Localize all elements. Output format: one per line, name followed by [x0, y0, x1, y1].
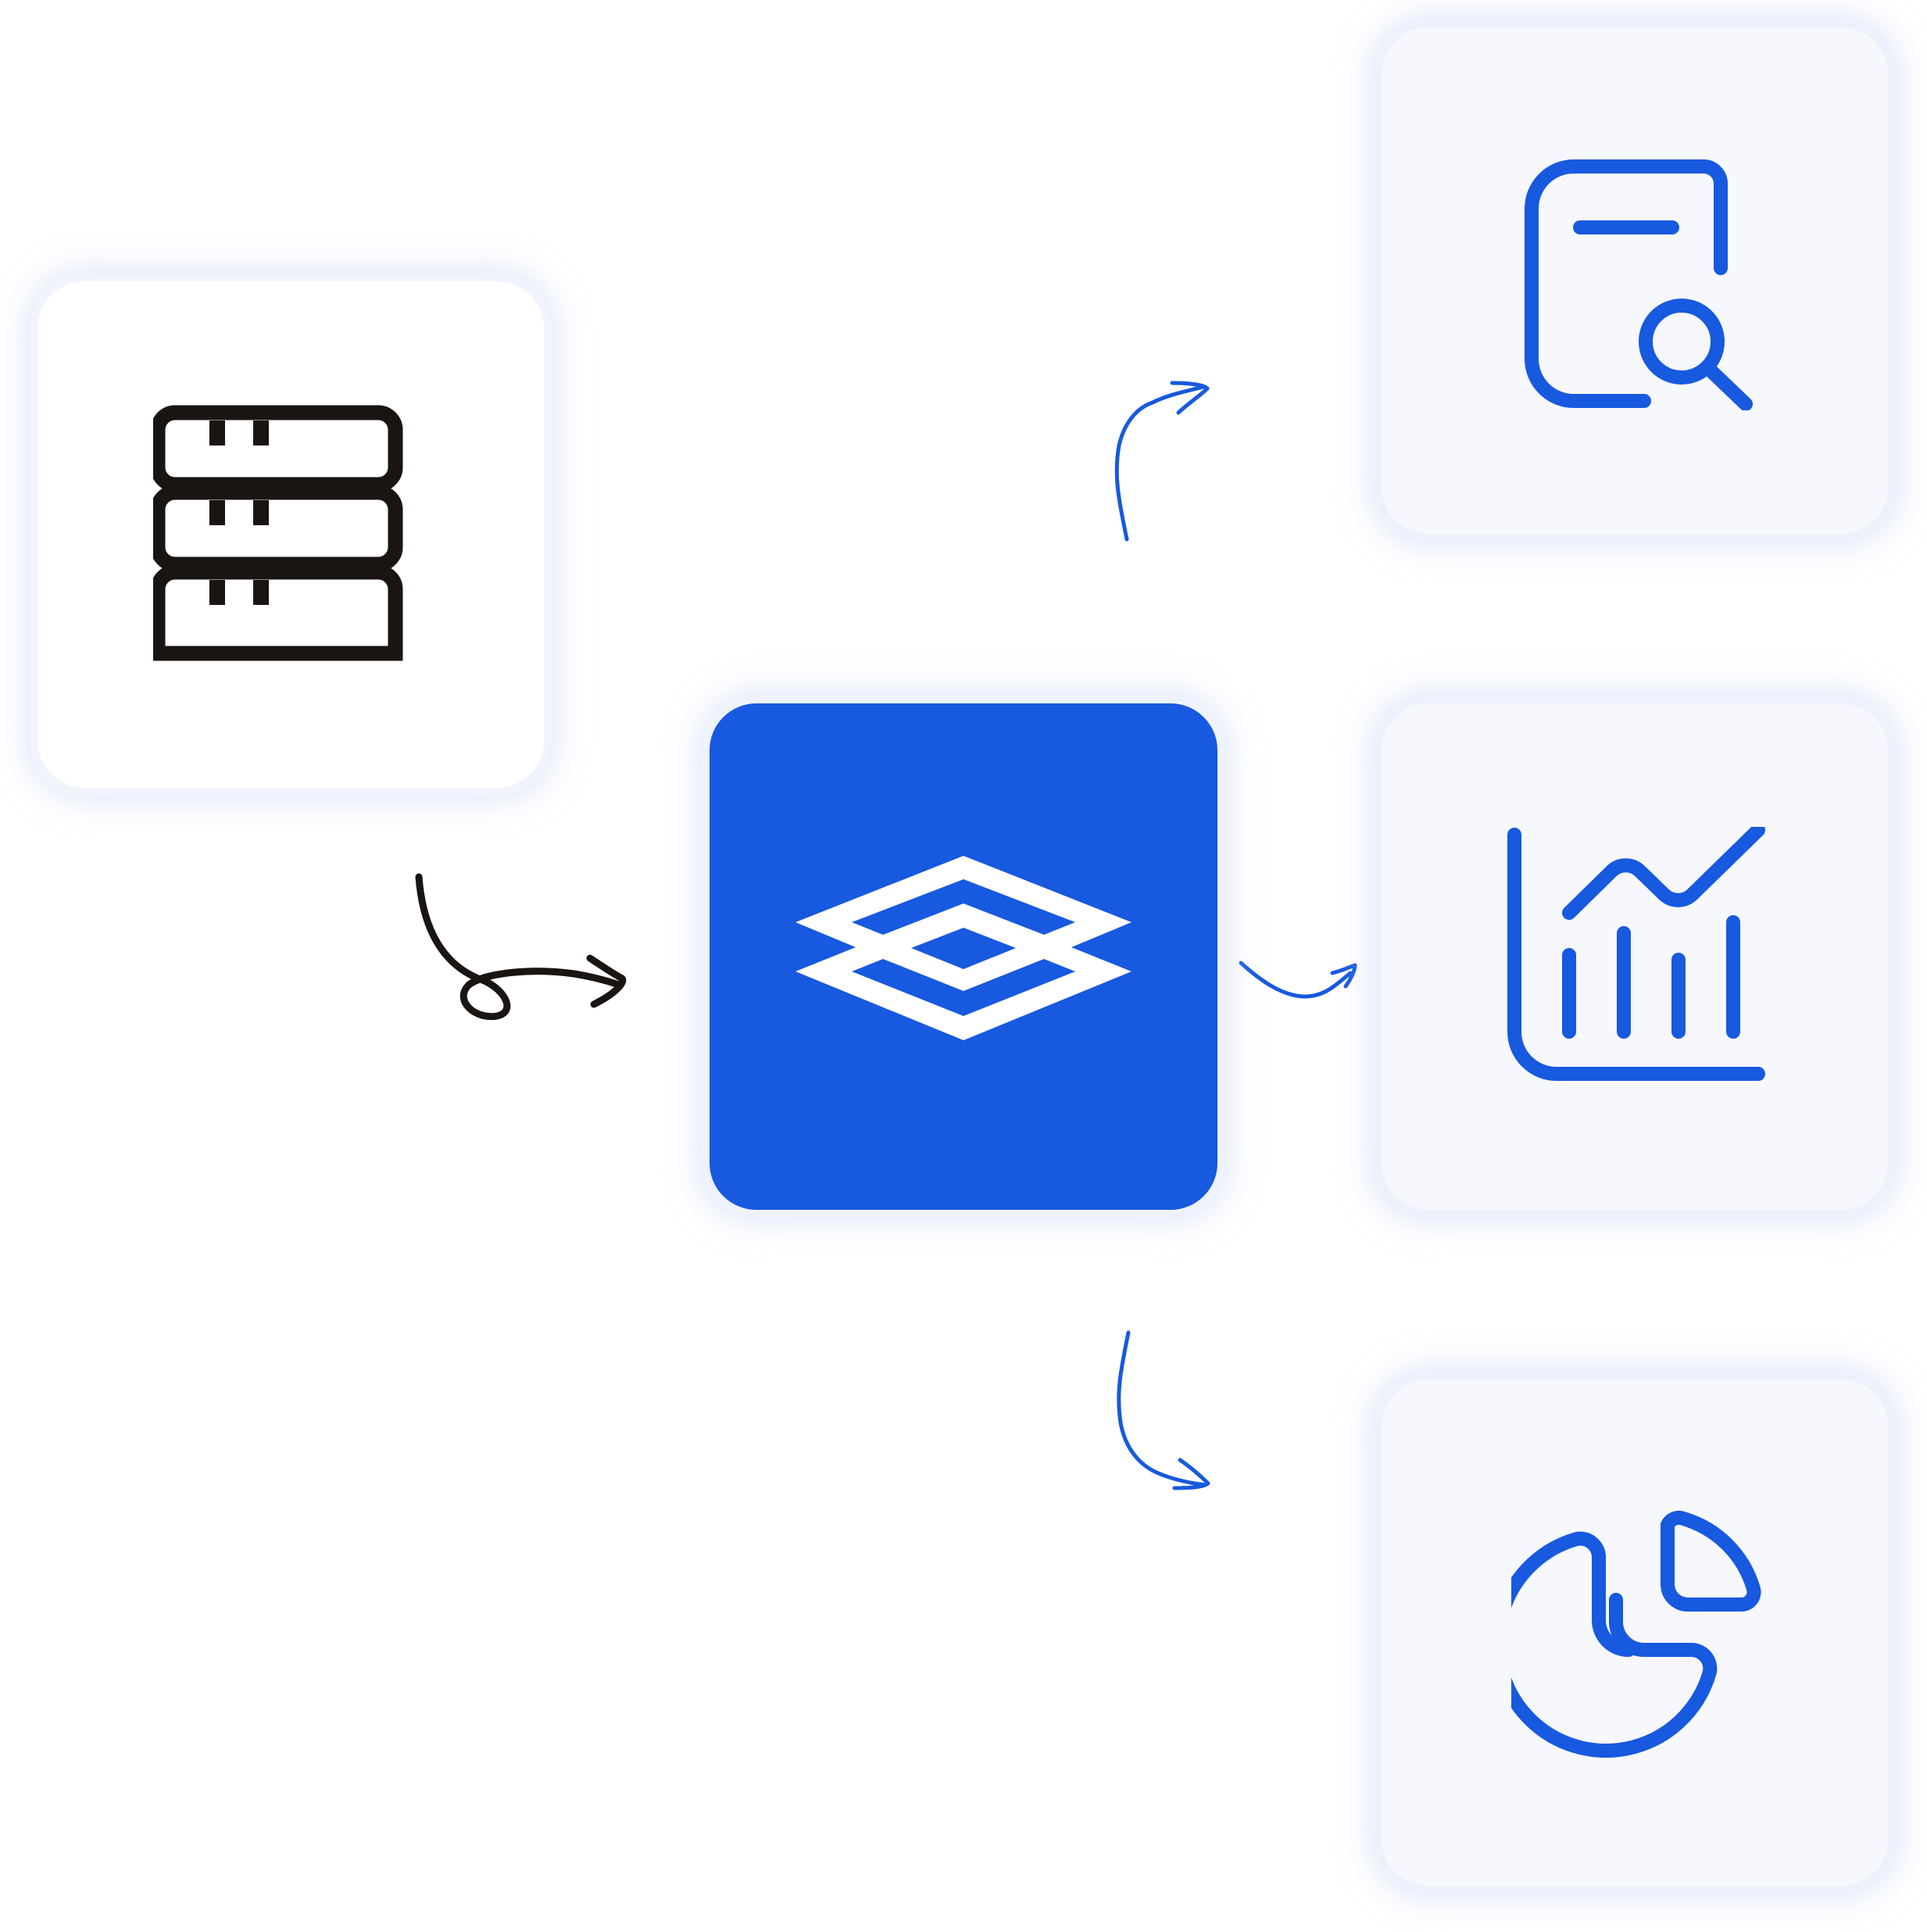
hub-to-pie-chart-arrow	[1117, 1330, 1210, 1490]
layered-diamond-logo	[795, 856, 1132, 1040]
analytics-chart-icon	[1507, 827, 1765, 1081]
hub-tile	[710, 703, 1217, 1210]
database-servers-icon	[153, 405, 403, 661]
analytics-chart-tile	[1382, 703, 1888, 1210]
pie-chart-tile	[1382, 1379, 1888, 1886]
hub-to-document-search-arrow	[1114, 381, 1210, 542]
hub-to-analytics-arrow	[1239, 961, 1357, 999]
document-search-icon	[1525, 159, 1753, 410]
source-to-hub-arrow	[415, 873, 627, 1021]
source-tile	[38, 281, 544, 788]
document-search-tile	[1382, 27, 1888, 534]
pie-chart-icon	[1511, 1511, 1761, 1758]
